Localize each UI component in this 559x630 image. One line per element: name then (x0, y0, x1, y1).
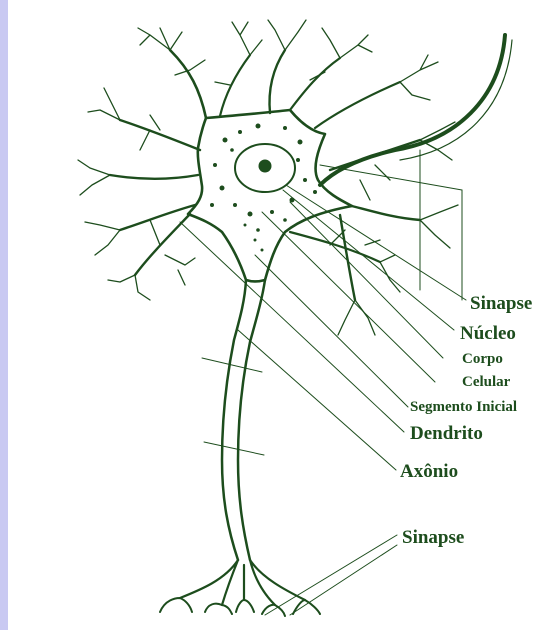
label-sinapse-top: Sinapse (470, 294, 532, 313)
nucleolus (259, 160, 272, 173)
label-celular: Celular (462, 375, 510, 390)
label-corpo: Corpo (462, 352, 503, 367)
label-dendrito: Dendrito (410, 424, 483, 443)
dendrite-trunk (170, 50, 206, 118)
label-sinapse-bottom: Sinapse (402, 528, 464, 547)
presynaptic-fiber (320, 35, 505, 185)
label-axonio: Axônio (400, 462, 458, 481)
axon-terminals (180, 560, 305, 605)
cell-body (188, 110, 352, 282)
label-nucleo: Núcleo (460, 324, 516, 343)
label-segmento-inicial: Segmento Inicial (410, 400, 517, 415)
